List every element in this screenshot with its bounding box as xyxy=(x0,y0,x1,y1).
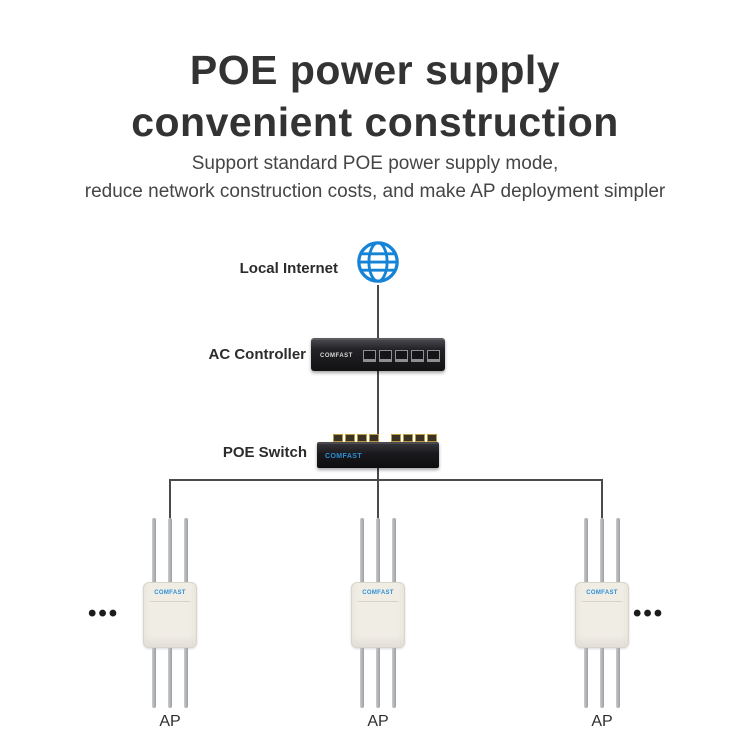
poe-switch-label: POE Switch xyxy=(222,444,307,461)
ethernet-port xyxy=(394,349,408,362)
ap-label: AP xyxy=(591,713,613,730)
antenna-icon xyxy=(376,648,380,708)
subtitle-line-1: Support standard POE power supply mode, xyxy=(191,153,559,174)
access-point-3: COMFAST AP xyxy=(575,518,629,731)
ac-controller-label: AC Controller xyxy=(208,346,307,363)
ellipsis-left: ••• xyxy=(88,600,120,627)
antennas-top xyxy=(584,518,620,582)
ac-controller-brand: COMFAST xyxy=(320,352,353,359)
ac-controller-device: COMFAST xyxy=(311,338,445,371)
ap-brand: COMFAST xyxy=(362,590,394,596)
ethernet-port xyxy=(357,434,367,442)
antenna-icon xyxy=(184,648,188,708)
antennas-top xyxy=(360,518,396,582)
title-line-1: POE power supply xyxy=(189,47,561,93)
antennas-bottom xyxy=(584,648,620,708)
antenna-icon xyxy=(168,648,172,708)
antenna-icon xyxy=(360,518,364,582)
connector-internet-to-ac xyxy=(377,285,379,338)
ethernet-port xyxy=(378,349,392,362)
antennas-bottom xyxy=(152,648,188,708)
antennas-top xyxy=(152,518,188,582)
antenna-icon xyxy=(584,518,588,582)
ethernet-port xyxy=(415,434,425,442)
ap-label: AP xyxy=(159,713,181,730)
ellipsis-right: ••• xyxy=(633,600,665,627)
antenna-icon xyxy=(376,518,380,582)
ethernet-port xyxy=(391,434,401,442)
bus-line xyxy=(169,479,603,481)
antenna-icon xyxy=(152,518,156,582)
antenna-icon xyxy=(392,518,396,582)
ethernet-port xyxy=(426,349,440,362)
ap-seam xyxy=(358,601,398,602)
subtitle-line-2: reduce network construction costs, and m… xyxy=(84,181,666,202)
ethernet-port xyxy=(427,434,437,442)
poe-switch-brand: COMFAST xyxy=(325,452,363,460)
ap-device-body: COMFAST xyxy=(575,582,629,648)
ethernet-port xyxy=(362,349,376,362)
drop-line-ap3 xyxy=(601,479,603,519)
poe-switch-body: COMFAST xyxy=(317,442,439,468)
local-internet-label: Local Internet xyxy=(239,260,338,277)
access-point-1: COMFAST AP xyxy=(143,518,197,731)
poe-switch-ports xyxy=(317,434,439,442)
connector-switch-to-bus xyxy=(377,466,379,480)
antenna-icon xyxy=(392,648,396,708)
drop-line-ap1 xyxy=(169,479,171,519)
globe-icon xyxy=(355,239,401,285)
ap-brand: COMFAST xyxy=(586,590,618,596)
antenna-icon xyxy=(152,648,156,708)
ethernet-port xyxy=(410,349,424,362)
ethernet-port xyxy=(333,434,343,442)
antenna-icon xyxy=(600,518,604,582)
antenna-icon xyxy=(168,518,172,582)
access-point-2: COMFAST AP xyxy=(351,518,405,731)
ap-device-body: COMFAST xyxy=(351,582,405,648)
antennas-bottom xyxy=(360,648,396,708)
ap-brand: COMFAST xyxy=(154,590,186,596)
antenna-icon xyxy=(616,518,620,582)
ac-controller-ports xyxy=(362,349,440,362)
ethernet-port xyxy=(403,434,413,442)
ap-seam xyxy=(582,601,622,602)
title-line-2: convenient construction xyxy=(131,99,619,145)
page-subtitle: Support standard POE power supply mode, … xyxy=(0,150,750,206)
antenna-icon xyxy=(184,518,188,582)
antenna-icon xyxy=(360,648,364,708)
antenna-icon xyxy=(584,648,588,708)
drop-line-ap2 xyxy=(377,479,379,519)
ap-device-body: COMFAST xyxy=(143,582,197,648)
connector-ac-to-switch xyxy=(377,371,379,435)
antenna-icon xyxy=(600,648,604,708)
ethernet-port xyxy=(345,434,355,442)
poe-switch-device: COMFAST xyxy=(317,434,439,468)
antenna-icon xyxy=(616,648,620,708)
ethernet-port xyxy=(369,434,379,442)
ap-label: AP xyxy=(367,713,389,730)
page-title: POE power supply convenient construction xyxy=(0,44,750,148)
ap-seam xyxy=(150,601,190,602)
